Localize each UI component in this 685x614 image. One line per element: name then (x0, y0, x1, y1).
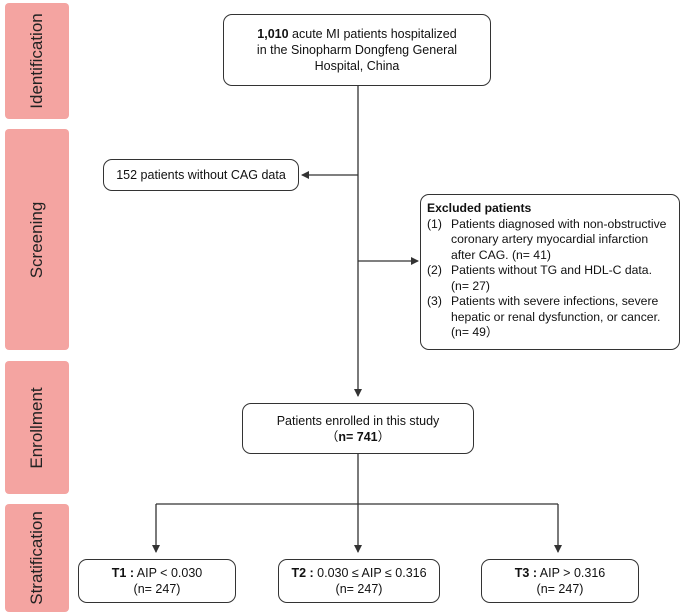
initial-count: 1,010 (257, 27, 289, 41)
excluded-item-3-text: Patients with severe infections, severe … (451, 294, 673, 341)
excluded-item-1-line-2: coronary artery myocardial infarction (451, 232, 649, 246)
group-t2-label: T2 : (291, 566, 314, 580)
group-t3-line-1: T3 : AIP > 0.316 (515, 565, 605, 581)
group-t3-count: (n= 247) (536, 582, 584, 596)
excluded-item-1-line-1: Patients diagnosed with non-obstructive (451, 216, 667, 231)
enrolled-open-paren: （ (325, 429, 339, 444)
group-t1-label: T1 : (111, 566, 134, 580)
group-t3-box: T3 : AIP > 0.316 (n= 247) (481, 559, 639, 603)
group-t2-box: T2 : 0.030 ≤ AIP ≤ 0.316 (n= 247) (278, 559, 440, 603)
excluded-title: Excluded patients (427, 201, 532, 215)
excluded-item-1-text: Patients diagnosed with non-obstructive … (451, 217, 673, 264)
excluded-item-3-line-1: Patients with severe infections, severe (451, 294, 659, 308)
group-t3-criterion: AIP > 0.316 (537, 566, 606, 580)
enrolled-line-2: （n= 741） (326, 429, 390, 445)
stage-enrollment: Enrollment (5, 361, 69, 494)
enrolled-line-1: Patients enrolled in this study (276, 413, 440, 428)
excluded-item-3-number: (3) (427, 294, 442, 308)
excluded-item-3: (3) Patients with severe infections, sev… (427, 294, 673, 341)
group-t2-criterion: 0.030 ≤ AIP ≤ 0.316 (313, 566, 427, 580)
group-t1-line-1: T1 : AIP < 0.030 (112, 565, 202, 581)
initial-line-2: in the Sinopharm Dongfeng General (256, 43, 458, 57)
enrolled-box: Patients enrolled in this study （n= 741） (242, 403, 474, 454)
excluded-item-3-line-2: hepatic or renal dysfunction, or cancer. (451, 309, 661, 324)
excluded-item-2-line-2: (n= 27) (451, 278, 490, 293)
enrolled-count: n= 741 (338, 429, 378, 444)
group-t1-box: T1 : AIP < 0.030 (n= 247) (78, 559, 236, 603)
stage-stratification: Stratification (5, 504, 69, 612)
excluded-item-3-line-3: (n= 49） (451, 325, 499, 339)
group-t2-count: (n= 247) (335, 582, 383, 596)
excluded-item-1-line-3: after CAG. (n= 41) (451, 247, 551, 262)
excluded-item-2: (2) Patients without TG and HDL-C data. … (427, 263, 673, 294)
stage-identification: Identification (5, 3, 69, 119)
excluded-item-1: (1) Patients diagnosed with non-obstruct… (427, 217, 673, 264)
enrolled-close-paren: ） (377, 429, 391, 444)
stage-screening: Screening (5, 129, 69, 350)
excluded-item-1-number: (1) (427, 216, 442, 231)
group-t1-count: (n= 247) (133, 582, 181, 596)
initial-line-3: Hospital, China (314, 59, 400, 73)
group-t1-criterion: AIP < 0.030 (134, 566, 203, 580)
initial-population-box: 1,010 acute MI patients hospitalized in … (223, 14, 491, 86)
excluded-item-2-line-1: Patients without TG and HDL-C data. (451, 263, 652, 277)
no-cag-text: 152 patients without CAG data (116, 168, 286, 182)
group-t3-label: T3 : (514, 566, 537, 580)
excluded-item-2-number: (2) (427, 263, 442, 277)
excluded-item-2-text: Patients without TG and HDL-C data. (n= … (451, 263, 673, 294)
no-cag-box: 152 patients without CAG data (103, 159, 299, 191)
group-t2-line-1: T2 : 0.030 ≤ AIP ≤ 0.316 (291, 565, 426, 581)
initial-line-1-text: acute MI patients hospitalized (288, 27, 457, 41)
initial-line-1: 1,010 acute MI patients hospitalized (257, 26, 456, 42)
excluded-box: Excluded patients (1) Patients diagnosed… (420, 194, 680, 350)
